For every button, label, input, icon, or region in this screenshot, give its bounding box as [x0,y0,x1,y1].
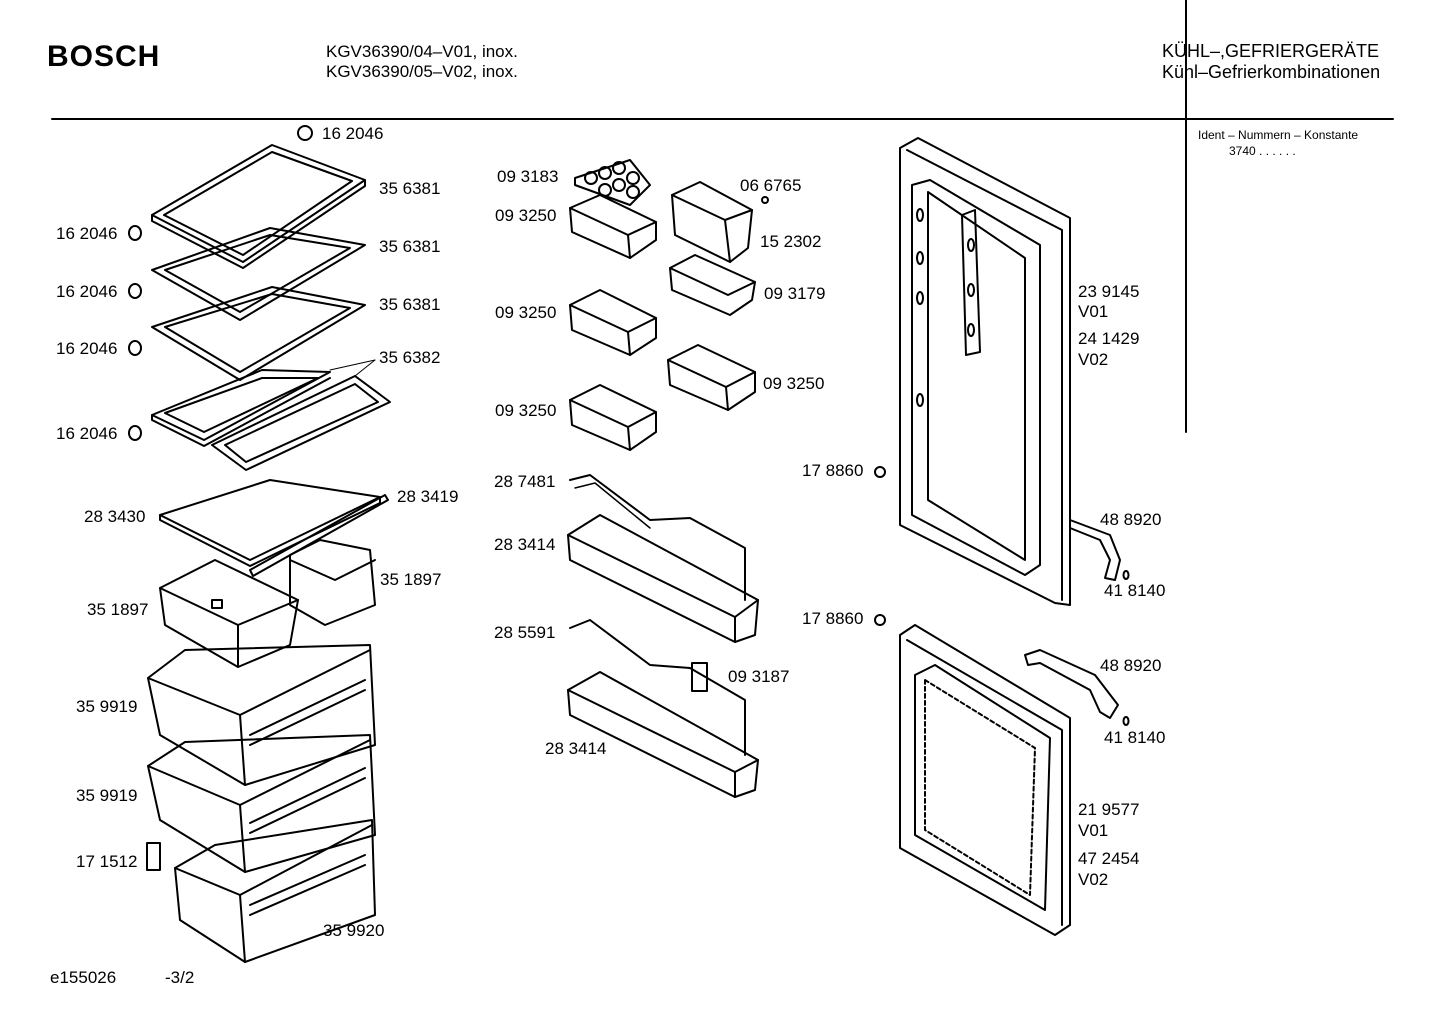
part-label: 16 2046 [56,339,118,358]
split-shelf-rear [151,369,331,447]
fridge-door [899,137,1071,606]
crisper-drawer-1 [147,644,376,786]
part-label: 15 2302 [760,232,822,251]
part-label: 06 6765 [740,176,802,195]
part-label: 16 2046 [56,424,118,443]
bottle-retainer-1-inner [574,482,651,529]
part-label: 35 9919 [76,697,138,716]
part-label: 28 5591 [494,623,556,642]
part-label: 35 6382 [379,348,441,367]
part-label: 09 3187 [728,667,790,686]
part-label: 17 8860 [802,609,864,628]
category-subtitle: Kühl–Gefrierkombinationen [1162,62,1381,82]
drawing-code: e155026 [50,968,117,987]
variant-label: V02 [1078,870,1109,889]
ident-label: Ident – Nummern – Konstante [1198,128,1359,142]
glass-shelf-top [151,144,366,269]
door-handle-2 [1024,649,1119,719]
part-label: 16 2046 [322,124,384,143]
part-label: 09 3183 [497,167,559,186]
part-label: 28 3419 [397,487,459,506]
split-shelf-front [211,375,391,471]
part-label: 48 8920 [1100,656,1162,675]
door-handle-1 [1069,519,1121,581]
part-label: 16 2046 [56,224,118,243]
hinge-icon [874,466,886,478]
page-number: -3/2 [165,968,195,987]
part-label: 41 8140 [1104,728,1166,747]
part-label: 16 2046 [56,282,118,301]
category-title: KÜHL–,GEFRIERGERÄTE [1162,41,1380,61]
handle-cap-icon [1122,570,1130,580]
part-label: 28 3414 [494,535,556,554]
part-label: 09 3250 [495,401,557,420]
door-bin-4 [667,344,756,411]
part-label: 21 9577 [1078,800,1140,819]
model-line-2: KGV36390/05–V02, inox. [326,62,518,81]
freezer-door [899,624,1071,936]
part-label: 17 1512 [76,852,138,871]
screw-icon [761,196,769,204]
handle-cap-icon [1122,716,1130,726]
bottle-retainer-1 [569,474,746,601]
part-label: 35 1897 [87,600,149,619]
variant-label: V02 [1078,350,1109,369]
part-label: 47 2454 [1078,849,1140,868]
door-bin-2 [569,289,657,356]
model-line-1: KGV36390/04–V01, inox. [326,42,518,61]
part-label: 09 3250 [763,374,825,393]
part-label: 35 9920 [323,921,385,940]
door-bin-3 [569,384,657,451]
crisper-drawer-2 [147,734,376,873]
glass-shelf-2 [151,227,366,321]
variant-label: V01 [1078,821,1109,840]
small-drawer-front [159,559,299,668]
part-label: 41 8140 [1104,581,1166,600]
small-drawer-rear [289,539,376,626]
hinge-icon [874,614,886,626]
butter-compartment [671,181,753,263]
part-label: 28 3430 [84,507,146,526]
shelf-front-strip [249,494,389,577]
part-label: 35 6381 [379,295,441,314]
door-shelf-2 [567,671,759,798]
part-label: 35 6381 [379,179,441,198]
egg-tray [574,159,651,206]
leader-356382-b [354,359,376,377]
part-label: 24 1429 [1078,329,1140,348]
freezer-drawer [174,819,376,963]
butter-tray [669,254,756,316]
variant-label: V01 [1078,302,1109,321]
door-shelf-1 [567,514,759,643]
leader-356382-a [329,359,376,371]
part-label: 09 3250 [495,206,557,225]
part-label: 35 6381 [379,237,441,256]
part-label: 28 3414 [545,739,607,758]
retainer-clip [691,662,708,692]
part-label: 17 8860 [802,461,864,480]
brand-logo: BOSCH [47,40,161,73]
glass-shelf-3 [151,286,366,381]
drawer-clip [146,842,161,871]
part-label: 35 1897 [380,570,442,589]
part-label: 09 3179 [764,284,826,303]
shelf-support-icon [128,125,313,441]
ident-value: 3740 . . . . . . [1229,144,1296,158]
part-label: 09 3250 [495,303,557,322]
door-bin-1 [569,194,657,259]
bottle-retainer-2 [569,619,746,756]
part-label: 35 9919 [76,786,138,805]
part-label: 28 7481 [494,472,556,491]
part-label: 48 8920 [1100,510,1162,529]
part-label: 23 9145 [1078,282,1140,301]
